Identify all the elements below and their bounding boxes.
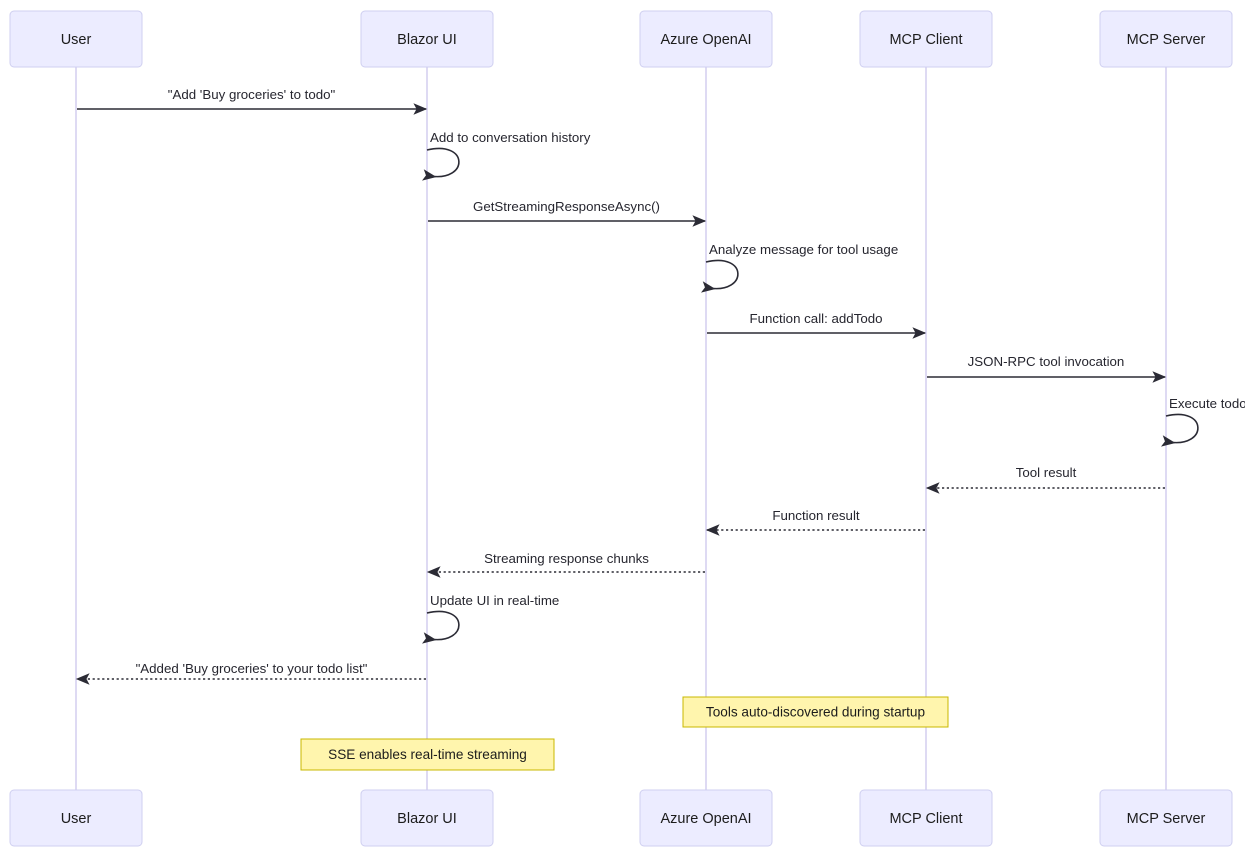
actor-blazor-top[interactable]: Blazor UI [360, 10, 494, 68]
actor-box-mcpclient [859, 789, 993, 847]
message-label: Execute todo addition [1169, 396, 1245, 411]
actor-label-user: User [61, 32, 92, 48]
actor-mcpclient-top[interactable]: MCP Client [859, 10, 993, 68]
actor-mcpserver-top[interactable]: MCP Server [1099, 10, 1233, 68]
message-label: Analyze message for tool usage [709, 242, 898, 257]
actor-box-user [9, 789, 143, 847]
actor-label-blazor: Blazor UI [397, 811, 457, 827]
actor-blazor-bottom[interactable]: Blazor UI [360, 789, 494, 847]
message-7-mcpserver-to-mcpserver: Execute todo addition [1161, 396, 1245, 447]
actor-box-mcpserver [1099, 10, 1233, 68]
note-blazor: SSE enables real-time streaming [300, 738, 555, 771]
actor-box-mcpclient [859, 10, 993, 68]
message-label: Tool result [1016, 465, 1077, 480]
actor-label-mcpserver: MCP Server [1127, 32, 1206, 48]
actor-openai-top[interactable]: Azure OpenAI [639, 10, 773, 68]
actor-user-bottom[interactable]: User [9, 789, 143, 847]
actor-label-mcpclient: MCP Client [889, 811, 962, 827]
actor-box-openai [639, 789, 773, 847]
message-label: "Add 'Buy groceries' to todo" [168, 87, 336, 102]
message-2-blazor-to-blazor: Add to conversation history [422, 130, 591, 181]
actor-box-user [9, 10, 143, 68]
actor-label-openai: Azure OpenAI [660, 32, 751, 48]
message-10-openai-to-blazor: Streaming response chunks [426, 551, 705, 578]
message-label: Add to conversation history [430, 130, 591, 145]
actor-mcpclient-bottom[interactable]: MCP Client [859, 789, 993, 847]
message-3-blazor-to-openai: GetStreamingResponseAsync() [428, 199, 707, 227]
actor-box-blazor [360, 789, 494, 847]
message-8-mcpserver-to-mcpclient: Tool result [925, 465, 1165, 494]
message-label: "Added 'Buy groceries' to your todo list… [136, 661, 368, 676]
note-text: SSE enables real-time streaming [328, 747, 527, 762]
actor-boxes-bottom: User Blazor UI Azure OpenAI MCP Client MCP S… [9, 789, 1233, 847]
actor-box-blazor [360, 10, 494, 68]
message-5-openai-to-mcpclient: Function call: addTodo [707, 311, 927, 339]
message-label: Function result [772, 508, 860, 523]
lifelines-group [75, 67, 1167, 790]
self-loop-path [1161, 413, 1199, 447]
message-9-mcpclient-to-openai: Function result [705, 508, 925, 536]
message-label: GetStreamingResponseAsync() [473, 199, 660, 214]
actor-label-mcpserver: MCP Server [1127, 811, 1206, 827]
messages-group: "Add 'Buy groceries' to todo" Add to conv… [75, 87, 1245, 685]
actor-openai-bottom[interactable]: Azure OpenAI [639, 789, 773, 847]
message-label: Update UI in real-time [430, 593, 559, 608]
actor-label-blazor: Blazor UI [397, 32, 457, 48]
message-6-mcpclient-to-mcpserver: JSON-RPC tool invocation [927, 354, 1167, 383]
self-loop-path [422, 147, 460, 181]
self-loop-path [701, 259, 739, 293]
notes-group: Tools auto-discovered during startupSSE … [300, 696, 949, 771]
message-label: Function call: addTodo [749, 311, 882, 326]
message-11-blazor-to-blazor: Update UI in real-time [422, 593, 559, 644]
message-1-user-to-blazor: "Add 'Buy groceries' to todo" [77, 87, 428, 115]
actor-boxes-top: User Blazor UI Azure OpenAI MCP Client MCP S… [9, 10, 1233, 68]
actor-box-openai [639, 10, 773, 68]
actor-box-mcpserver [1099, 789, 1233, 847]
note-background [682, 696, 949, 728]
message-4-openai-to-openai: Analyze message for tool usage [701, 242, 898, 293]
actor-label-user: User [61, 811, 92, 827]
note-background [300, 738, 555, 771]
actor-label-openai: Azure OpenAI [660, 811, 751, 827]
actor-mcpserver-bottom[interactable]: MCP Server [1099, 789, 1233, 847]
message-label: JSON-RPC tool invocation [968, 354, 1125, 369]
note-text: Tools auto-discovered during startup [706, 705, 925, 720]
self-loop-path [422, 610, 460, 644]
actor-user-top[interactable]: User [9, 10, 143, 68]
message-label: Streaming response chunks [484, 551, 649, 566]
actor-label-mcpclient: MCP Client [889, 32, 962, 48]
note-mcp-client: Tools auto-discovered during startup [682, 696, 949, 728]
message-12-blazor-to-user: "Added 'Buy groceries' to your todo list… [75, 661, 426, 685]
